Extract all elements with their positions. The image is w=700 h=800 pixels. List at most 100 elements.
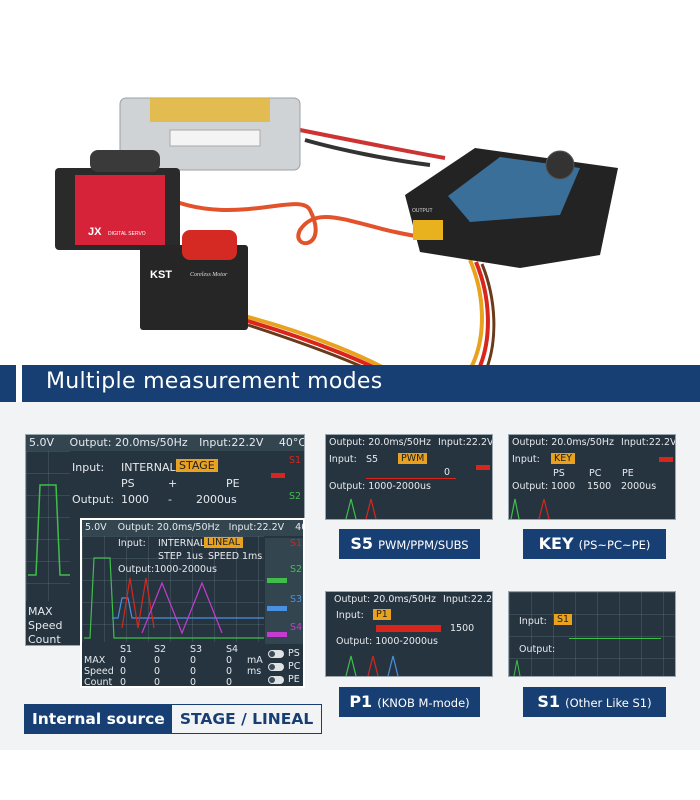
channel-panel: [265, 538, 303, 644]
value-bar: [366, 478, 456, 479]
output-readout: Output: 20.0ms/50Hz: [329, 437, 431, 448]
output-range: Output:1000-2000us: [118, 564, 217, 575]
row-max-label: MAX: [84, 655, 106, 666]
count-label: Count: [28, 633, 61, 646]
pe-label: PE: [622, 468, 634, 479]
max-label: MAX: [28, 605, 53, 618]
banner-accent: [0, 365, 16, 402]
output-range: Output: 1000-2000us: [336, 636, 438, 647]
signal-line: [569, 638, 661, 639]
waveform-plot: [28, 484, 70, 576]
toggle-ps[interactable]: [268, 650, 284, 658]
pe-label: PE: [226, 477, 240, 490]
input-label: Input:: [329, 454, 357, 465]
col-s1: S1: [120, 644, 133, 655]
screen-header: Output: 20.0ms/50Hz Input:22.2V: [326, 592, 492, 608]
channel-s3: S3: [290, 594, 303, 605]
servo-red: JX DIGITAL SERVO: [55, 150, 180, 250]
output-readout: Output: 20.0ms/50Hz: [69, 436, 188, 449]
input-label: Input:: [118, 538, 146, 549]
mode-badge[interactable]: STAGE: [176, 459, 218, 472]
servo-label-1: DIGITAL SERVO: [108, 231, 146, 237]
input-mode: INTERNAL: [158, 538, 206, 549]
max-unit: mA: [247, 655, 263, 666]
speed-s4: 0: [226, 666, 233, 677]
row-speed-label: Speed: [84, 666, 114, 677]
servo-tester-device: OUTPUT: [405, 148, 618, 268]
s2-bar: [267, 578, 287, 583]
caption-p1-desc: (KNOB M-mode): [377, 696, 470, 710]
toggle-pe[interactable]: [268, 676, 284, 684]
row-count-label: Count: [84, 677, 113, 688]
mode-badge[interactable]: KEY: [551, 453, 576, 464]
caption-key: KEY (PS~PC~PE): [523, 529, 666, 559]
section-banner: [22, 365, 700, 402]
screen-key-mode: Output: 20.0ms/50Hz Input:22.2V Input: K…: [508, 434, 676, 520]
temperature: 40°C: [278, 436, 305, 449]
input-label: Input:: [512, 454, 540, 465]
count-s1: 0: [120, 677, 127, 688]
output-label: Output:: [72, 493, 114, 506]
internal-source-label: Internal source: [25, 705, 172, 733]
output-v1: 1000: [551, 481, 576, 492]
mode-badge[interactable]: P1: [373, 609, 391, 620]
caption-p1-title: P1: [349, 692, 373, 711]
toggle-pe-label: PE: [288, 674, 300, 685]
servo-label-2: Coreless Motor: [190, 272, 228, 278]
output-label: Output:: [512, 481, 549, 492]
ps-label: PS: [121, 477, 135, 490]
toggle-pc[interactable]: [268, 663, 284, 671]
temperature: 40°C: [295, 522, 303, 533]
speed-unit: ms: [247, 666, 262, 677]
ps-label: PS: [553, 468, 565, 479]
col-s2: S2: [154, 644, 167, 655]
servo-black: KST Coreless Motor: [140, 230, 248, 330]
s1-bar: [659, 457, 673, 462]
max-s1: 0: [120, 655, 127, 666]
speed-s3: 0: [190, 666, 197, 677]
caption-s1-desc: (Other Like S1): [565, 696, 652, 710]
servo-brand-2: KST: [150, 269, 172, 281]
waveform-plot: [510, 498, 550, 519]
speed-label: Speed: [28, 619, 63, 632]
caption-s1-title: S1: [537, 692, 561, 711]
output-readout: Output: 20.0ms/50Hz: [512, 437, 614, 448]
section-title: Multiple measurement modes: [46, 369, 383, 394]
voltage-readout: 5.0V: [85, 522, 107, 533]
screen-lineal-mode: 5.0V Output: 20.0ms/50Hz Input:22.2V 40°…: [80, 518, 305, 688]
col-s3: S3: [190, 644, 203, 655]
battery-pack: [119, 97, 301, 171]
s3-bar: [267, 606, 287, 611]
device-output-label: OUTPUT: [412, 208, 433, 214]
waveform-plot: [345, 655, 399, 676]
caption-s5: S5 PWM/PPM/SUBS: [339, 529, 480, 559]
channel-label: S5: [366, 454, 379, 465]
input-voltage: Input:22.2V: [199, 436, 264, 449]
max-s4: 0: [226, 655, 233, 666]
mode-badge[interactable]: PWM: [398, 453, 428, 464]
input-label: Input:: [72, 461, 105, 474]
screen-s5-mode: Output: 20.0ms/50Hz Input:22.2V 4( Input…: [325, 434, 493, 520]
caption-s5-desc: PWM/PPM/SUBS: [378, 538, 469, 552]
count-s4: 0: [226, 677, 233, 688]
voltage-readout: 5.0V: [29, 436, 55, 449]
col-s4: S4: [226, 644, 239, 655]
mode-badge[interactable]: S1: [554, 614, 573, 625]
waveform-grid: [82, 536, 264, 642]
input-value: 1500: [450, 623, 475, 634]
screen-header: 5.0V Output: 20.0ms/50Hz Input:22.2V 40°…: [82, 520, 303, 536]
caption-s1: S1 (Other Like S1): [523, 687, 666, 717]
mode-badge[interactable]: LINEAL: [204, 537, 243, 548]
screen-header: Output: 20.0ms/50Hz Input:22.2V: [509, 435, 675, 451]
output-value: 1000: [121, 493, 149, 506]
screen-s1-mode: Input: S1 Output:: [508, 591, 676, 677]
product-illustration: JX DIGITAL SERVO KST Coreless Motor OUTP…: [55, 97, 618, 407]
output-label: Output:: [519, 644, 556, 655]
output-end: 2000us: [196, 493, 237, 506]
screen-header: Output: 20.0ms/50Hz Input:22.2V 4(: [326, 435, 492, 451]
output-v2: 1500: [587, 481, 612, 492]
caption-p1: P1 (KNOB M-mode): [339, 687, 480, 717]
step-value: 1us: [186, 551, 204, 562]
toggle-pc-label: PC: [288, 661, 301, 672]
caption-s5-title: S5: [350, 534, 374, 553]
